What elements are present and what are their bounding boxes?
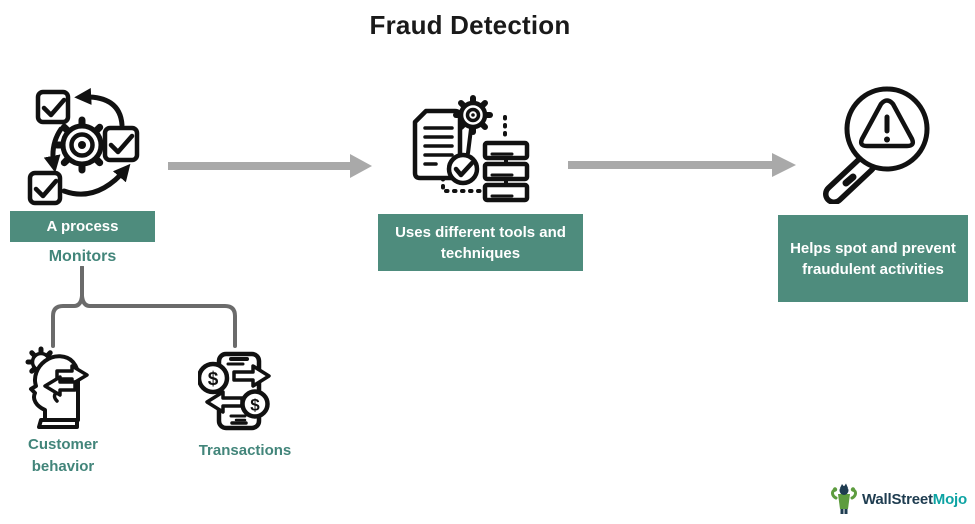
stage-tools-box: Uses different tools and techniques (378, 214, 583, 271)
dollar-glyph: $ (250, 396, 260, 415)
wallstreetmojo-mascot-icon (831, 483, 857, 514)
logo-text-teal: Mojo (932, 490, 967, 508)
document-gear-checklist-icon (412, 95, 530, 203)
transactions-label: Transactions (198, 442, 292, 459)
branch-bracket-connector (51, 266, 237, 348)
customer-behavior-label: Customer behavior (27, 436, 98, 475)
page-title: Fraud Detection (369, 10, 571, 40)
arrow-right-2 (568, 153, 796, 177)
stage-process-box: A process (10, 211, 155, 242)
phone-money-transfer-icon: $ $ (198, 351, 271, 431)
stage-tools-label: Uses different tools and techniques (395, 223, 566, 262)
logo-text-dark: WallStreet (862, 490, 933, 508)
wallstreetmojo-logo: WallStreetMojo (830, 483, 967, 515)
stage-outcome-box: Helps spot and prevent fraudulent activi… (778, 215, 968, 302)
arrow-right-1 (168, 154, 372, 178)
stage-outcome-label: Helps spot and prevent fraudulent activi… (790, 239, 956, 278)
head-gear-arrows-icon (25, 346, 89, 429)
magnifier-warning-icon (823, 86, 930, 204)
process-cycle-icon (27, 87, 140, 206)
stage-process-label: A process (46, 218, 119, 235)
dollar-glyph: $ (208, 369, 219, 390)
monitors-label: Monitors (48, 248, 117, 265)
